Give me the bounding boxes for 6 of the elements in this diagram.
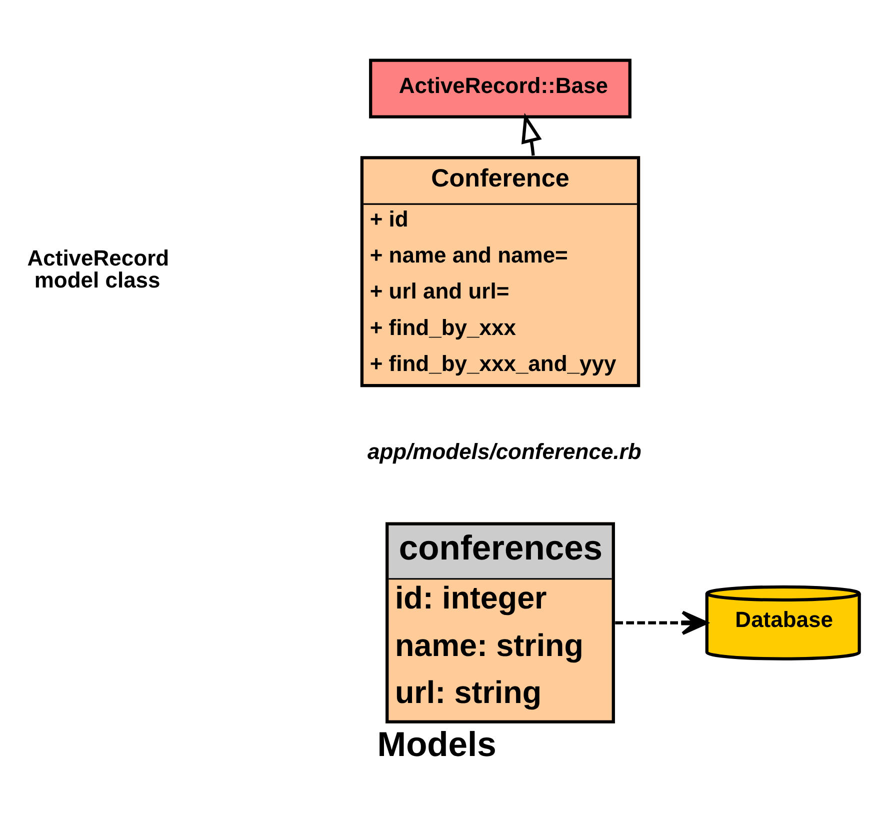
label: ActiveRecord model class [27, 245, 170, 292]
node-box: ActiveRecord::Base [369, 58, 632, 118]
arrow [521, 112, 542, 156]
caption: Models [377, 725, 496, 764]
node-label: app/models/conference.rb [367, 438, 642, 464]
arrow [615, 610, 708, 635]
